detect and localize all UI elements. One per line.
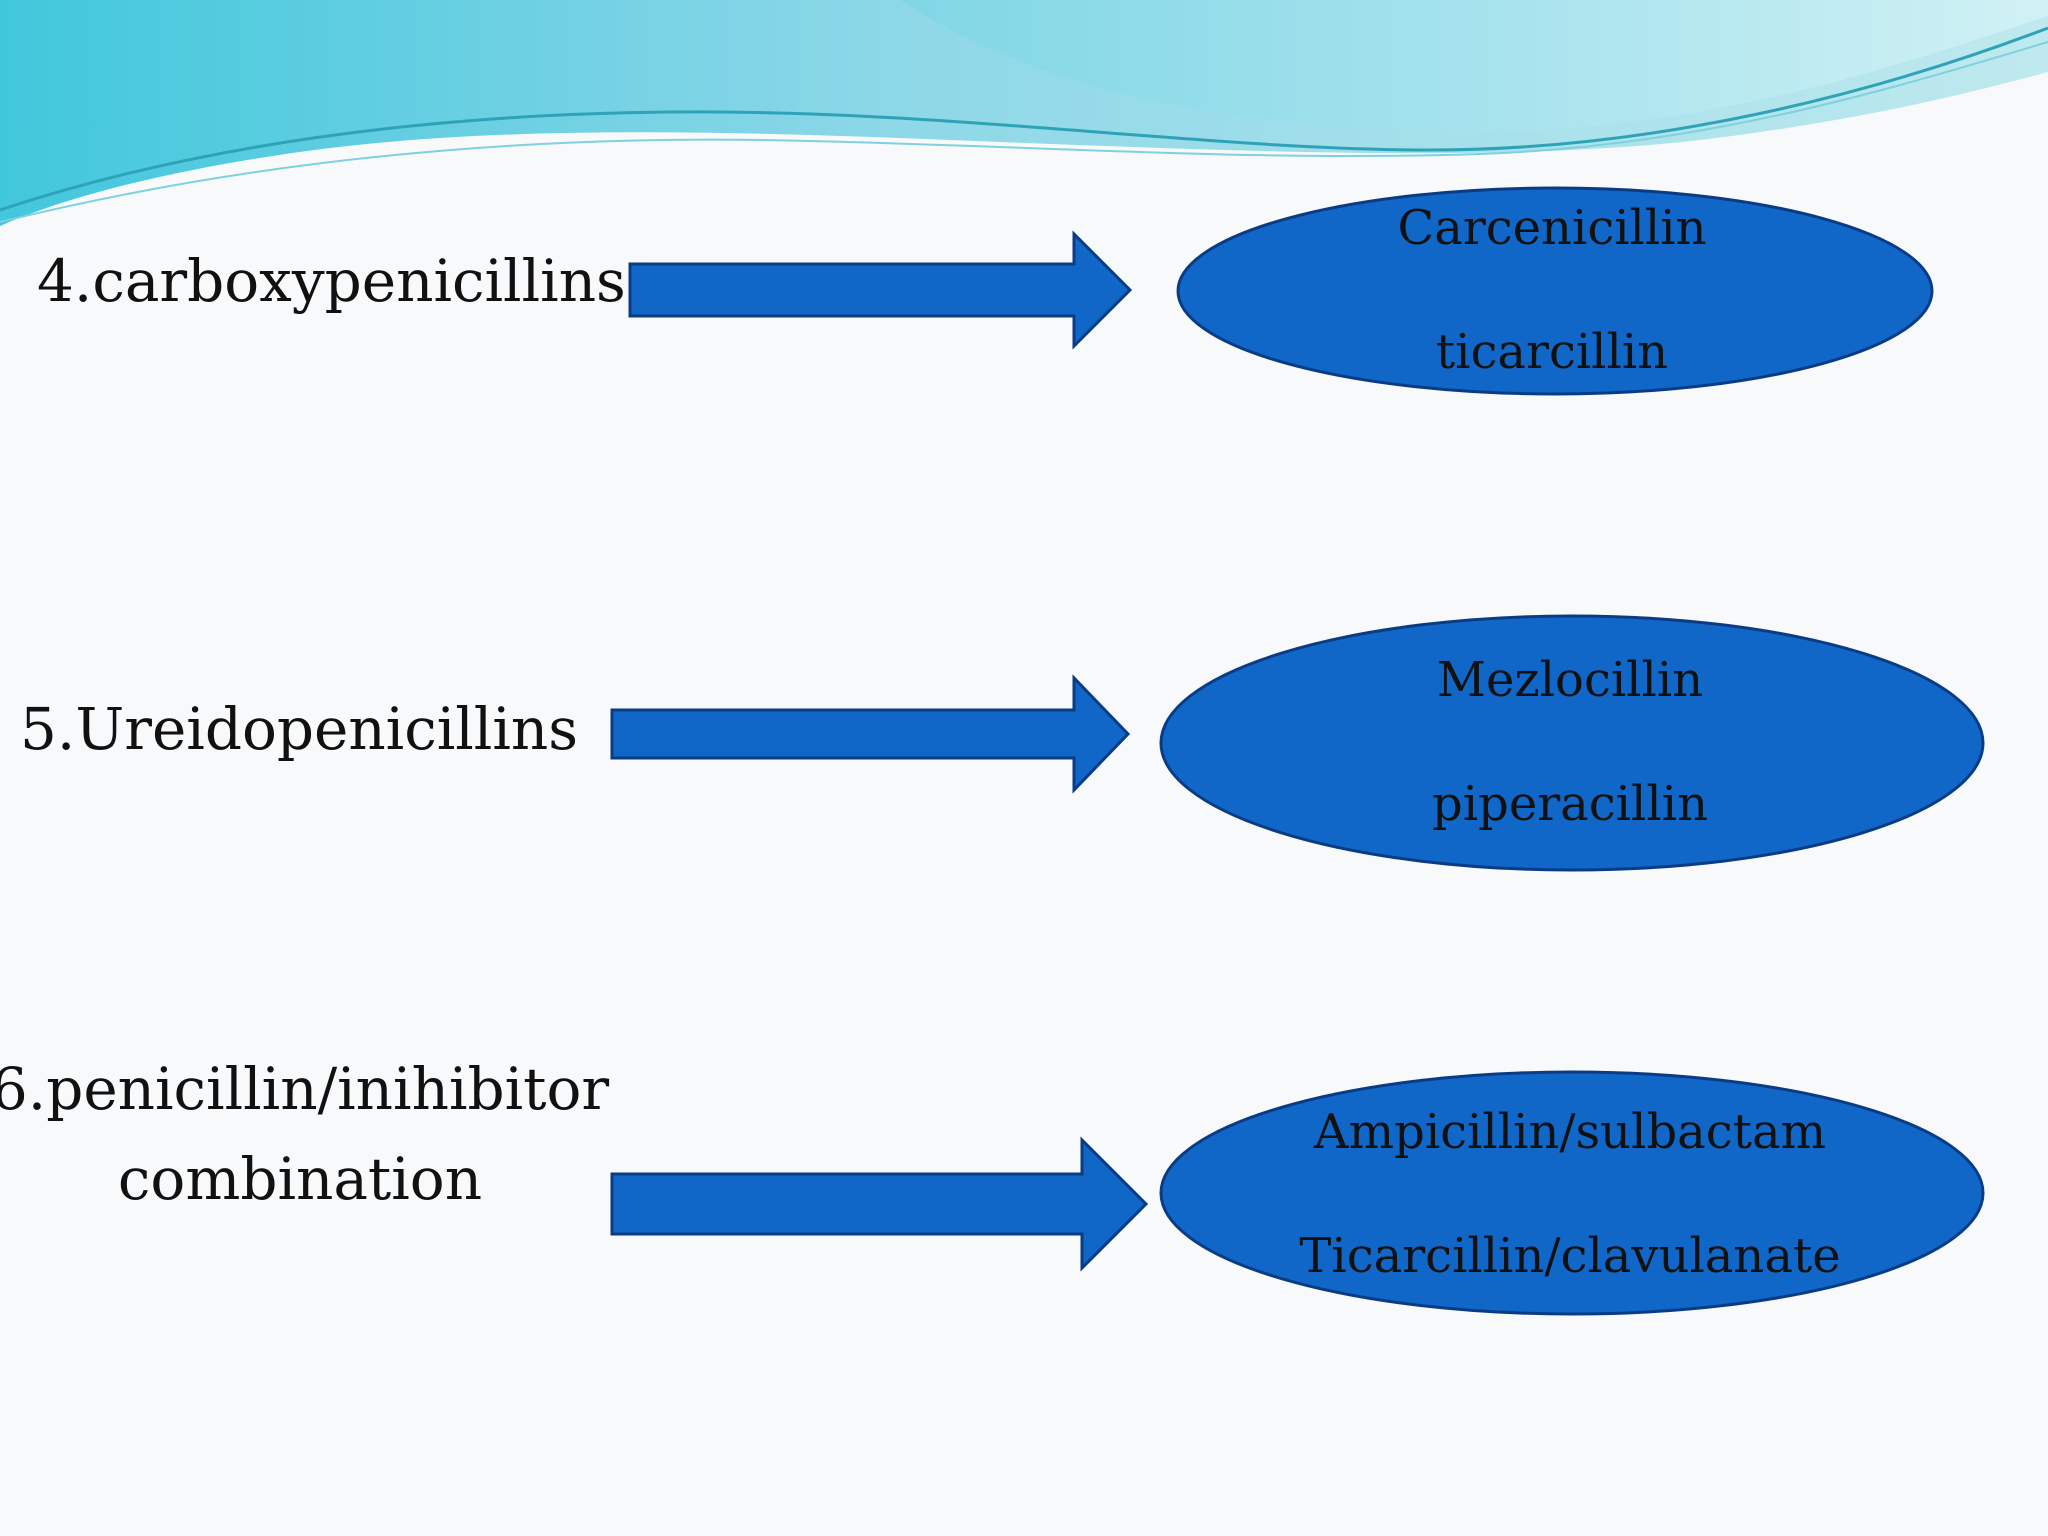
drug-ampicillin-sulbactam: Ampicillin/sulbactam [1313, 1104, 1827, 1160]
class-label-penicillin-inhibitor-combination: 6.penicillin/inihibitor combination [0, 1044, 620, 1224]
class-label-line-2: combination [117, 1145, 483, 1213]
drug-ellipse-carboxypenicillins [1176, 186, 1934, 396]
drug-mezlocillin: Mezlocillin [1436, 652, 1704, 708]
drug-carcenicillin: Carcenicillin [1397, 200, 1707, 256]
drug-ellipse-ureidopenicillins [1159, 614, 1985, 872]
header-wave-decoration [0, 0, 2048, 226]
drug-ticarcillin: ticarcillin [1435, 324, 1669, 380]
drug-piperacillin: piperacillin [1432, 776, 1708, 832]
class-label-line-1: 6.penicillin/inihibitor [0, 1055, 610, 1123]
right-arrow-ureidopenicillins [610, 674, 1131, 794]
class-label-ureidopenicillins: 5.Ureidopenicillins [20, 695, 579, 763]
drug-ticarcillin-clavulanate: Ticarcillin/clavulanate [1299, 1228, 1841, 1284]
drug-ellipse-penicillin-inhibitor [1159, 1070, 1985, 1316]
class-label-carboxypenicillins: 4.carboxypenicillins [37, 247, 626, 315]
right-arrow-carboxypenicillins [628, 230, 1133, 350]
right-arrow-penicillin-inhibitor [610, 1136, 1149, 1272]
